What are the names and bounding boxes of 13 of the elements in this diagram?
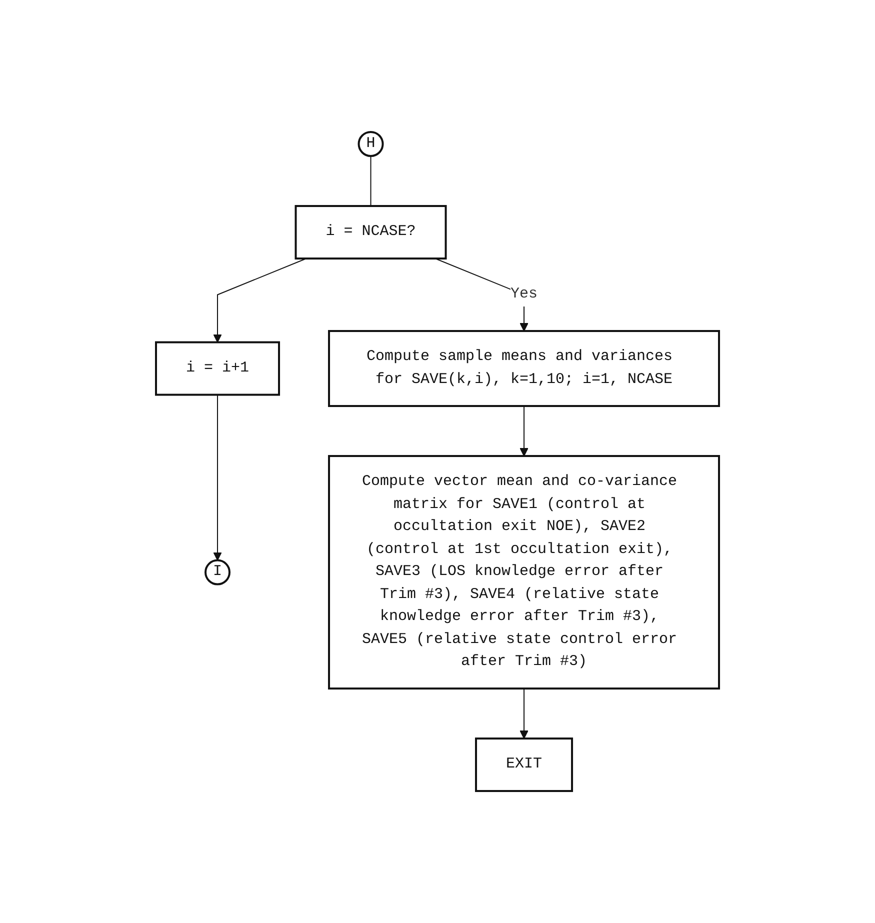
connector — [370, 156, 372, 206]
node-box: EXIT — [475, 738, 573, 792]
arrow — [213, 258, 307, 343]
node-box: Compute sample means and variances for SAVE(k,i), k=1,10; i=1, NCASE — [328, 330, 720, 407]
node-box: i = NCASE? — [294, 205, 447, 260]
node-box: Compute vector mean and co-variance matrix for SAVE1 (control at occultation exit NOE), SAVE2 (control at 1st occultation exit), SAVE3 (LOS knowledge error after Trim #3), SAVE4 (relative state knowledge error after Trim #3), SAVE5 (relative state control error after Trim #3) — [328, 455, 720, 690]
node-circle: I — [204, 559, 230, 586]
arrow — [520, 406, 528, 456]
node-circle: H — [358, 130, 384, 157]
edge-label: Yes — [510, 286, 538, 302]
arrow — [213, 394, 222, 561]
arrow — [520, 688, 528, 739]
node-box: i = i+1 — [154, 341, 280, 396]
